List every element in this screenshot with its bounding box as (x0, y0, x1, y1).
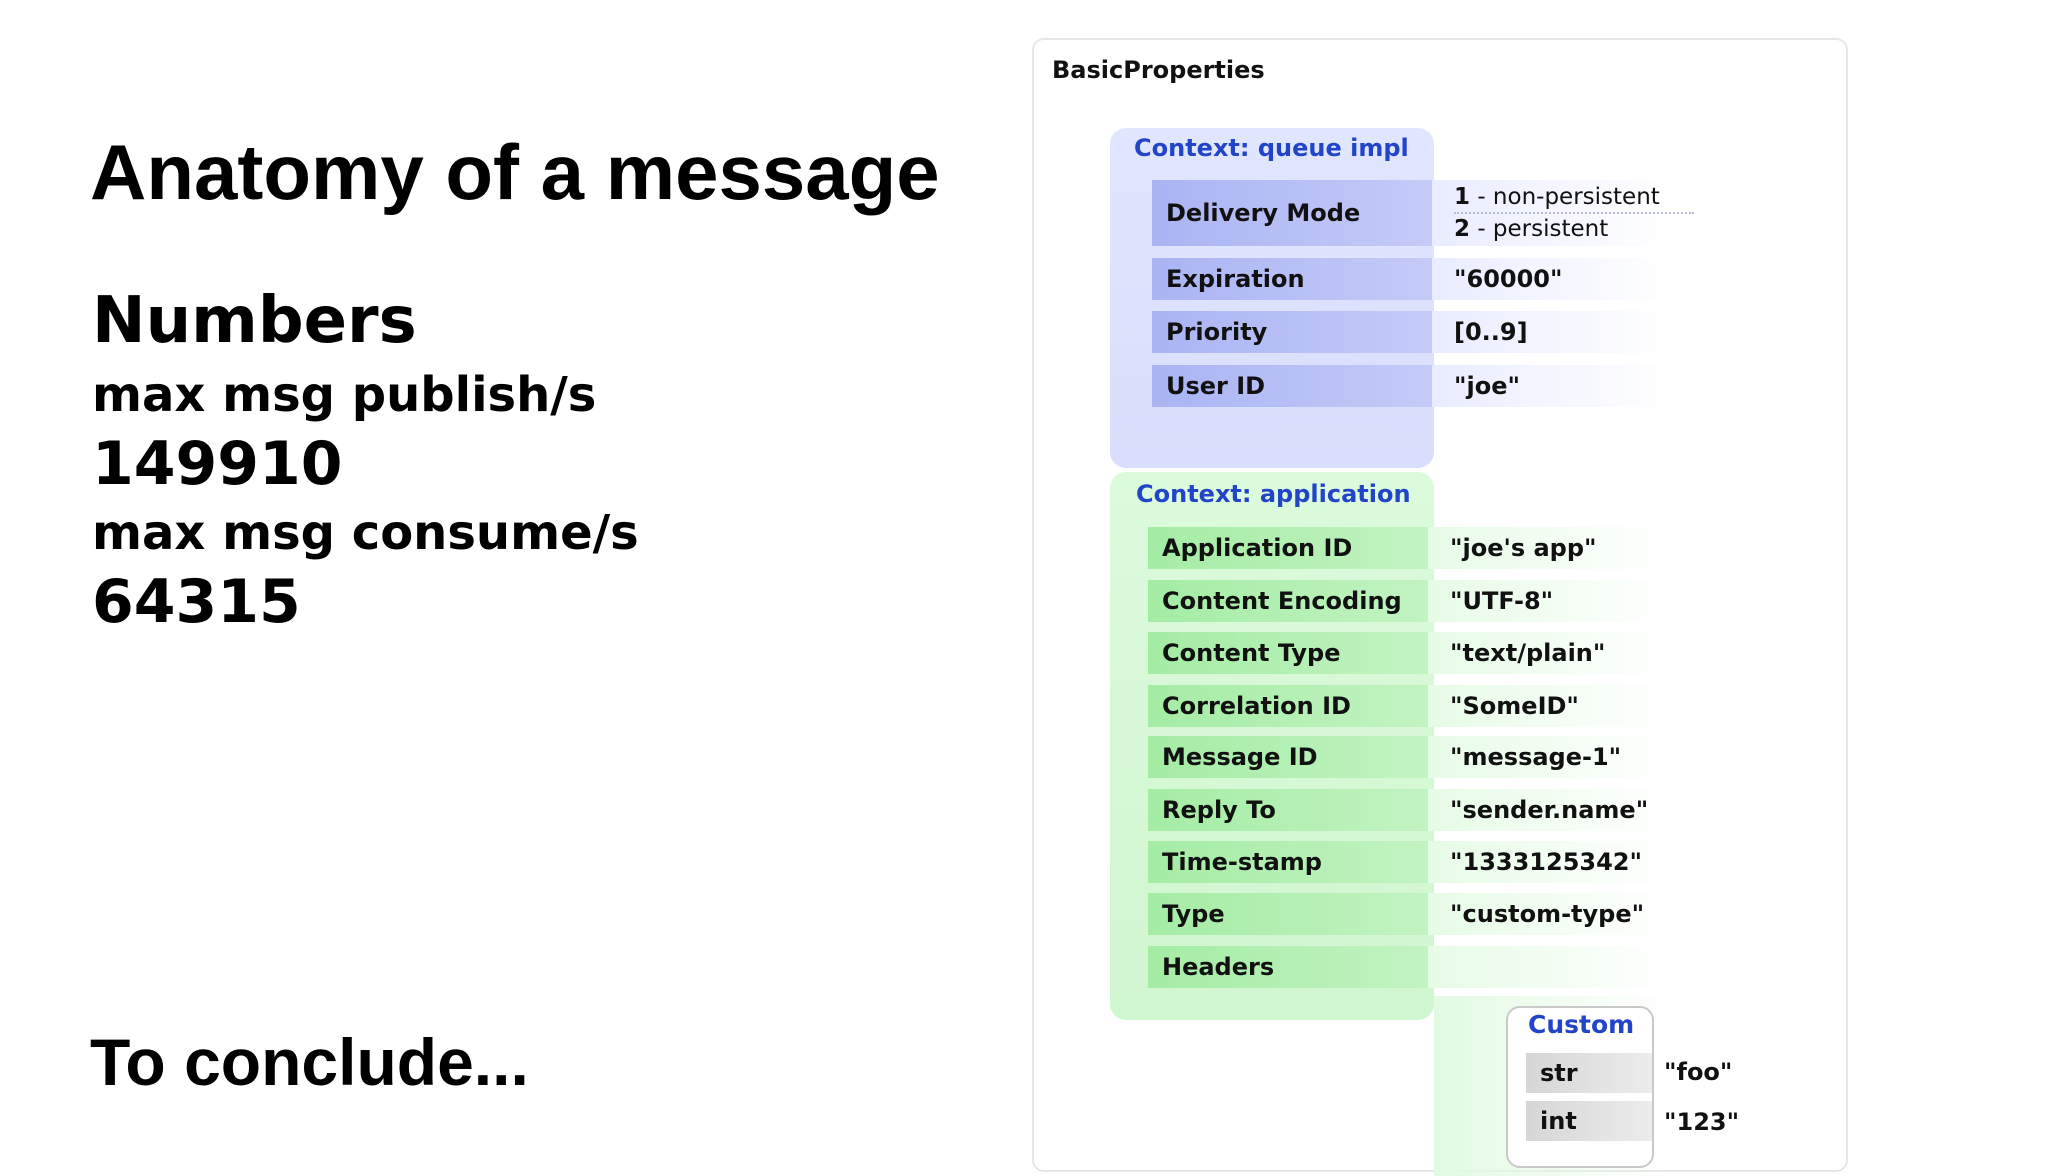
property-name: User ID (1152, 365, 1432, 407)
expiration-row: Expiration "60000" (1152, 258, 1672, 300)
property-name: Application ID (1148, 527, 1428, 569)
timestamp-row: Time-stamp "1333125342" (1148, 841, 1668, 883)
property-value: "SomeID" (1428, 685, 1668, 727)
queue-context-label: Context: queue impl (1134, 134, 1409, 162)
property-name: Time-stamp (1148, 841, 1428, 883)
property-value: "60000" (1432, 258, 1672, 300)
delivery-mode-row: Delivery Mode 1 - non-persistent 2 - per… (1152, 180, 1694, 246)
property-value: "1333125342" (1428, 841, 1668, 883)
consume-rate-label: max msg consume/s (92, 505, 639, 561)
property-value: "UTF-8" (1428, 580, 1668, 622)
reply-to-row: Reply To "sender.name" (1148, 789, 1668, 831)
application-context-label: Context: application (1136, 480, 1411, 508)
publish-rate-value: 149910 (92, 429, 343, 499)
custom-value: "foo" (1664, 1058, 1733, 1086)
property-value: "custom-type" (1428, 893, 1668, 935)
property-name: Priority (1152, 311, 1432, 353)
content-encoding-row: Content Encoding "UTF-8" (1148, 580, 1668, 622)
custom-label: Custom (1528, 1010, 1635, 1039)
custom-value: "123" (1664, 1108, 1740, 1136)
user-id-row: User ID "joe" (1152, 365, 1672, 407)
property-value: "joe's app" (1428, 527, 1668, 569)
custom-key: str (1540, 1059, 1578, 1087)
property-name: Message ID (1148, 736, 1428, 778)
numbers-heading: Numbers (92, 284, 417, 358)
conclude-text: To conclude... (90, 1025, 529, 1099)
property-value: "sender.name" (1428, 789, 1668, 831)
property-name: Reply To (1148, 789, 1428, 831)
property-value: [0..9] (1432, 311, 1672, 353)
numbers-section: Numbers max msg publish/s 149910 max msg… (92, 280, 639, 638)
type-row: Type "custom-type" (1148, 893, 1668, 935)
application-id-row: Application ID "joe's app" (1148, 527, 1668, 569)
property-name: Correlation ID (1148, 685, 1428, 727)
property-value (1428, 946, 1668, 988)
slide-title: Anatomy of a message (90, 128, 940, 216)
correlation-id-row: Correlation ID "SomeID" (1148, 685, 1668, 727)
property-name: Content Encoding (1148, 580, 1428, 622)
custom-row-str: str (1526, 1053, 1652, 1093)
property-value: "message-1" (1428, 736, 1668, 778)
delivery-mode-name: Delivery Mode (1152, 180, 1432, 246)
content-type-row: Content Type "text/plain" (1148, 632, 1668, 674)
custom-headers-box: Custom str int (1506, 1006, 1654, 1168)
property-value: "text/plain" (1428, 632, 1668, 674)
property-value: "joe" (1432, 365, 1672, 407)
delivery-mode-options: 1 - non-persistent 2 - persistent (1432, 180, 1694, 246)
publish-rate-label: max msg publish/s (92, 367, 597, 423)
custom-key: int (1540, 1107, 1577, 1135)
priority-row: Priority [0..9] (1152, 311, 1672, 353)
property-name: Headers (1148, 946, 1428, 988)
property-name: Content Type (1148, 632, 1428, 674)
property-name: Expiration (1152, 258, 1432, 300)
delivery-option-1: 1 - non-persistent (1454, 182, 1694, 214)
custom-row-int: int (1526, 1101, 1652, 1141)
headers-row: Headers (1148, 946, 1668, 988)
diagram-title: BasicProperties (1052, 56, 1265, 84)
delivery-option-2: 2 - persistent (1454, 216, 1609, 242)
message-id-row: Message ID "message-1" (1148, 736, 1668, 778)
basic-properties-diagram: BasicProperties Context: queue impl Deli… (1032, 38, 1848, 1176)
consume-rate-value: 64315 (92, 567, 301, 637)
property-name: Type (1148, 893, 1428, 935)
